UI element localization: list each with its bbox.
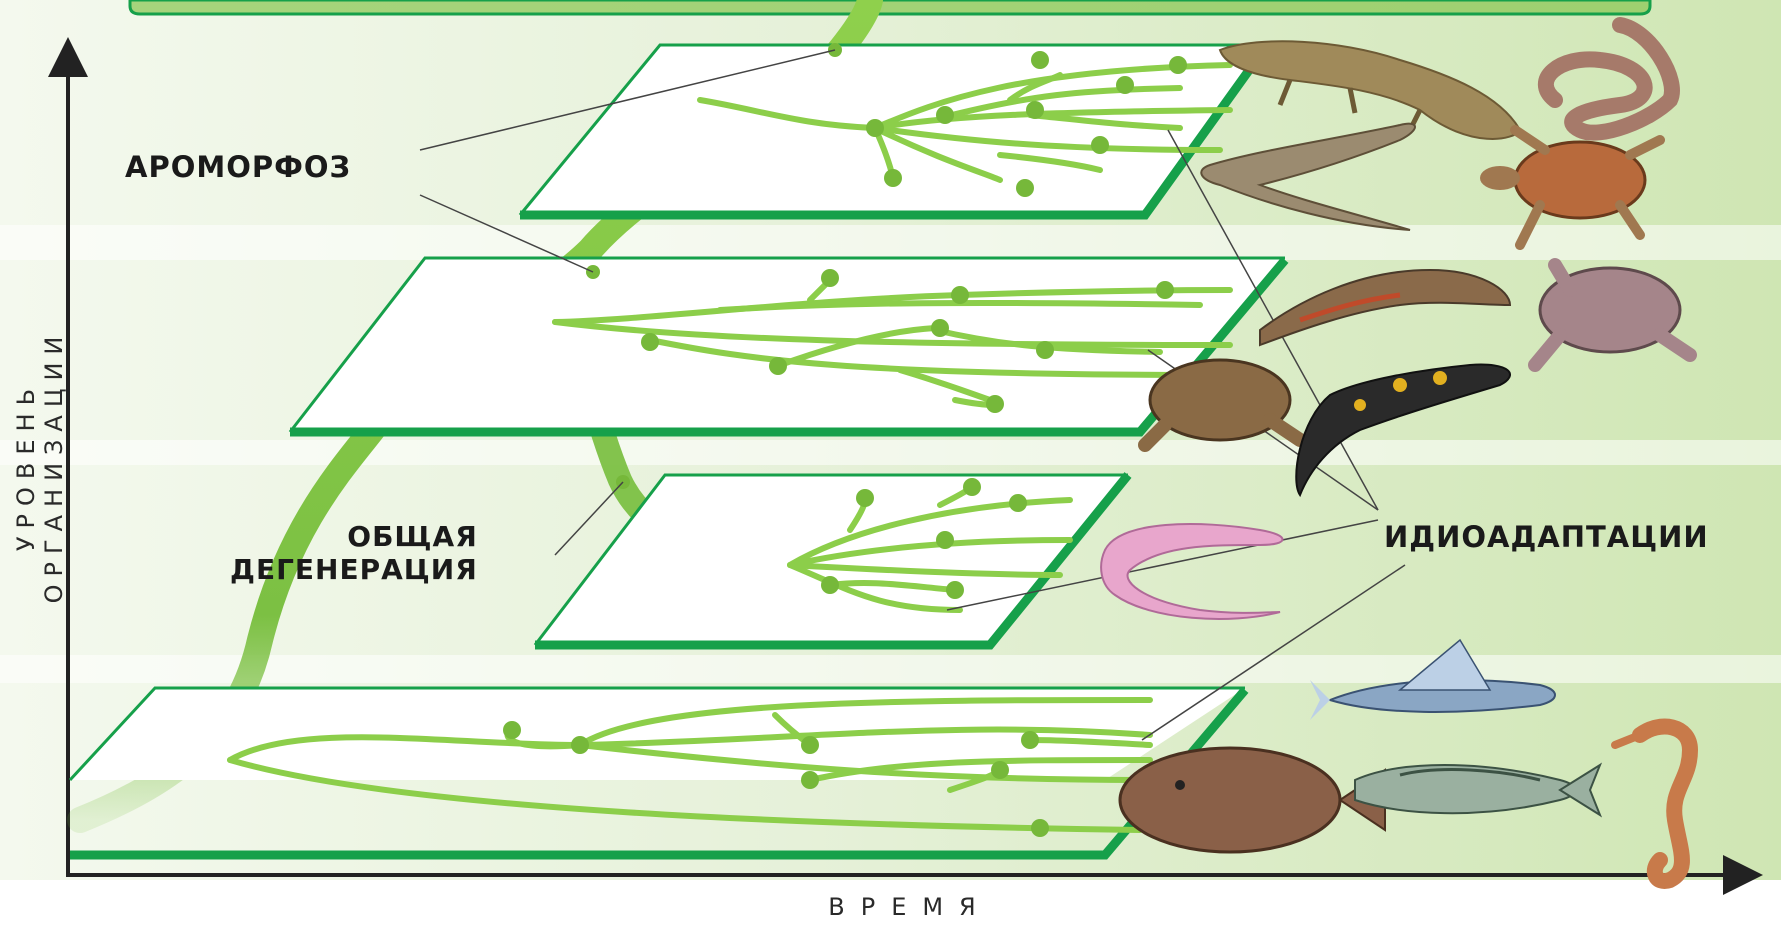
taxon-node xyxy=(1021,731,1039,749)
taxon-node xyxy=(571,736,589,754)
taxon-node xyxy=(1016,179,1034,197)
top-bar xyxy=(130,0,1650,14)
taxon-node xyxy=(1026,101,1044,119)
label-aromorphosis: АРОМОРФОЗ xyxy=(125,150,351,184)
taxon-node xyxy=(821,269,839,287)
taxon-node xyxy=(801,771,819,789)
taxon-node xyxy=(856,489,874,507)
taxon-node xyxy=(1116,76,1134,94)
taxon-node xyxy=(1091,136,1109,154)
label-idioadaptations: ИДИОАДАПТАЦИИ xyxy=(1384,520,1709,554)
taxon-node xyxy=(801,736,819,754)
taxon-node xyxy=(1031,51,1049,69)
taxon-node xyxy=(931,319,949,337)
taxon-node xyxy=(963,478,981,496)
taxon-node xyxy=(986,395,1004,413)
label-degeneration-line1: ОБЩАЯ xyxy=(230,520,478,553)
background-band xyxy=(0,440,1781,465)
taxon-node xyxy=(1009,494,1027,512)
taxon-node xyxy=(991,761,1009,779)
taxon-node xyxy=(1031,819,1049,837)
taxon-node xyxy=(884,169,902,187)
taxon-node xyxy=(769,357,787,375)
taxon-node xyxy=(1036,341,1054,359)
taxon-node xyxy=(936,531,954,549)
x-axis-label: ВРЕМЯ xyxy=(700,893,1120,921)
taxon-node xyxy=(951,286,969,304)
taxon-node xyxy=(936,106,954,124)
y-axis-label: УРОВЕНЬ ОРГАНИЗАЦИИ xyxy=(12,276,68,656)
background-band xyxy=(0,225,1781,260)
taxon-node xyxy=(641,333,659,351)
taxon-node xyxy=(946,581,964,599)
taxon-node xyxy=(866,119,884,137)
level-plane-amphibians xyxy=(290,258,1285,432)
taxon-node xyxy=(503,721,521,739)
label-degeneration-line2: ДЕГЕНЕРАЦИЯ xyxy=(230,553,478,586)
taxon-node xyxy=(821,576,839,594)
taxon-node xyxy=(1169,56,1187,74)
taxon-node xyxy=(1156,281,1174,299)
label-general-degeneration: ОБЩАЯ ДЕГЕНЕРАЦИЯ xyxy=(230,520,478,586)
